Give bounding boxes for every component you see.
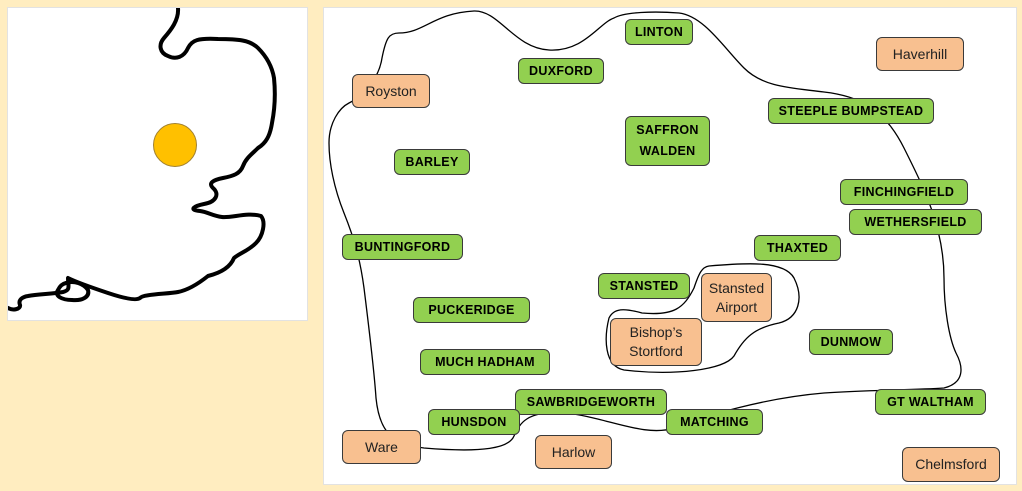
village-dunmow[interactable]: DUNMOW	[809, 329, 893, 355]
overview-map-panel	[7, 7, 308, 321]
town-bishops-stortford[interactable]: Bishop’s Stortford	[610, 318, 702, 366]
airport-boundary	[605, 263, 800, 373]
town-royston[interactable]: Royston	[352, 74, 430, 108]
coastline-outline	[8, 8, 277, 312]
village-linton[interactable]: LINTON	[625, 19, 693, 45]
town-stansted-airport[interactable]: Stansted Airport	[701, 273, 772, 322]
village-matching[interactable]: MATCHING	[666, 409, 763, 435]
detail-map-panel: LINTON DUXFORD SAFFRON WALDEN STEEPLE BU…	[323, 7, 1017, 485]
village-duxford[interactable]: DUXFORD	[518, 58, 604, 84]
town-ware[interactable]: Ware	[342, 430, 421, 464]
village-barley[interactable]: BARLEY	[394, 149, 470, 175]
village-gt-waltham[interactable]: GT WALTHAM	[875, 389, 986, 415]
village-buntingford[interactable]: BUNTINGFORD	[342, 234, 463, 260]
village-saffron-walden[interactable]: SAFFRON WALDEN	[625, 116, 710, 166]
village-sawbridgeworth[interactable]: SAWBRIDGEWORTH	[515, 389, 667, 415]
town-haverhill[interactable]: Haverhill	[876, 37, 964, 71]
town-harlow[interactable]: Harlow	[535, 435, 612, 469]
village-steeple-bumpstead[interactable]: STEEPLE BUMPSTEAD	[768, 98, 934, 124]
village-thaxted[interactable]: THAXTED	[754, 235, 841, 261]
village-finchingfield[interactable]: FINCHINGFIELD	[840, 179, 968, 205]
village-wethersfield[interactable]: WETHERSFIELD	[849, 209, 982, 235]
location-marker	[153, 123, 197, 167]
village-stansted[interactable]: STANSTED	[598, 273, 690, 299]
village-much-hadham[interactable]: MUCH HADHAM	[420, 349, 550, 375]
village-hunsdon[interactable]: HUNSDON	[428, 409, 520, 435]
village-puckeridge[interactable]: PUCKERIDGE	[413, 297, 530, 323]
town-chelmsford[interactable]: Chelmsford	[902, 447, 1000, 482]
